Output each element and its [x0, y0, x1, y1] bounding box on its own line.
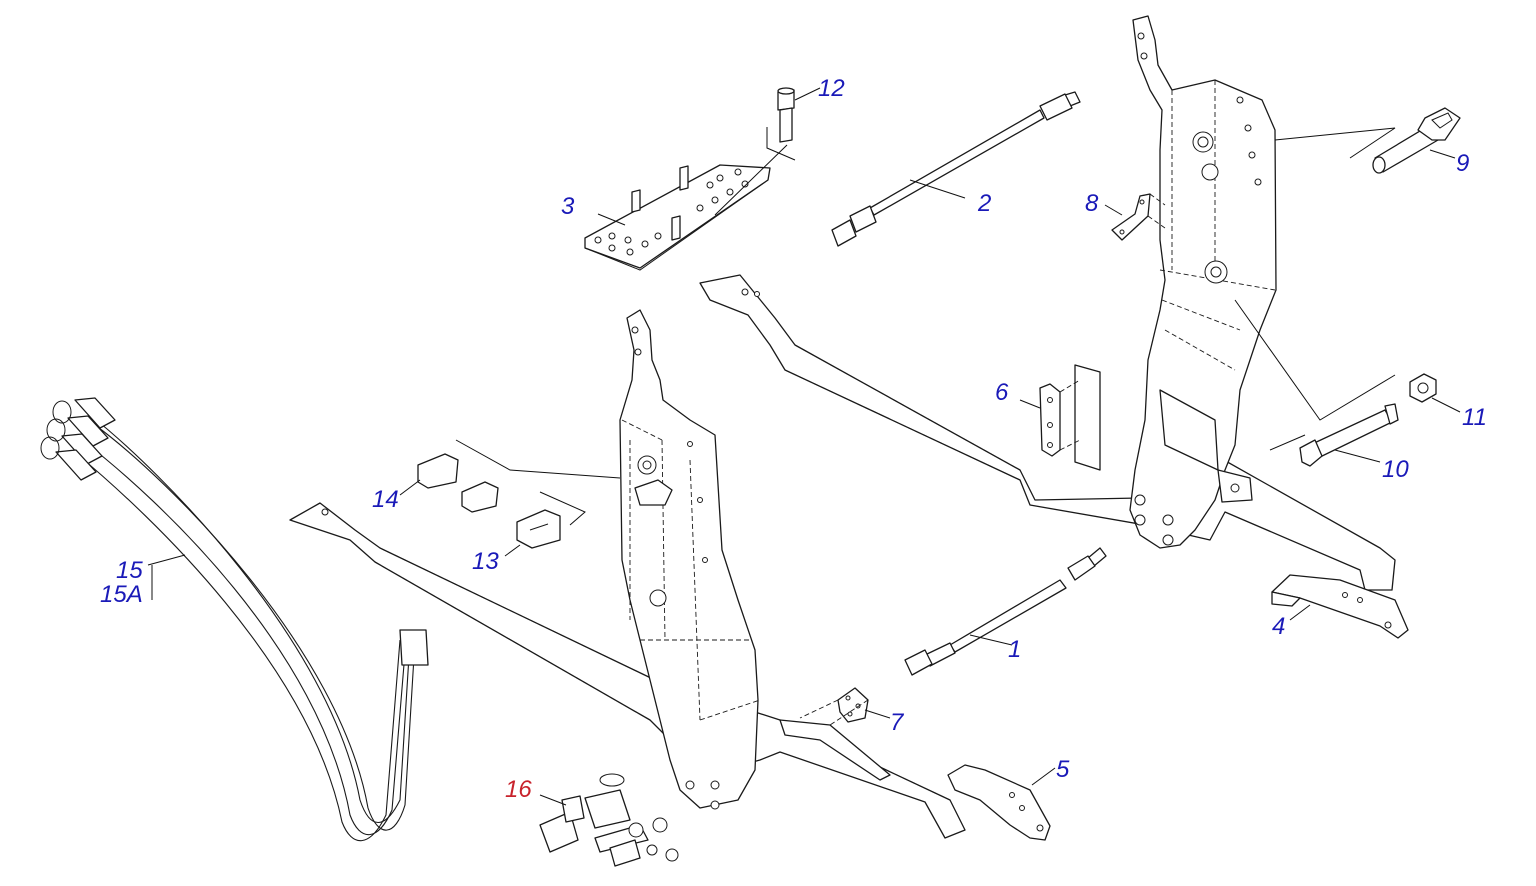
callout-8[interactable]: 8: [1085, 190, 1099, 217]
callout-labels: 1 2 3 4 5 6 7 8 9 10 11 12 13 14 15 15A …: [100, 75, 1487, 803]
callout-7[interactable]: 7: [890, 709, 905, 736]
plate-holes: [594, 168, 749, 256]
callout-14[interactable]: 14: [372, 486, 399, 513]
leader-lines: [147, 87, 1461, 806]
small-plate-7[interactable]: [799, 687, 869, 726]
callout-4[interactable]: 4: [1272, 613, 1285, 640]
bracket-5[interactable]: [947, 764, 1051, 841]
callout-15[interactable]: 15: [116, 557, 143, 584]
clamp-half-13[interactable]: [516, 509, 561, 549]
hinge-plate-8[interactable]: [1111, 193, 1166, 241]
stud-12[interactable]: [777, 87, 795, 143]
pipe-assembly-1[interactable]: [904, 547, 1107, 676]
callout-12[interactable]: 12: [818, 75, 845, 102]
callout-10[interactable]: 10: [1382, 456, 1409, 483]
callout-9[interactable]: 9: [1456, 150, 1469, 177]
callout-2[interactable]: 2: [977, 190, 991, 217]
coupler-kit-16[interactable]: [539, 773, 679, 867]
bolt-10[interactable]: [1299, 403, 1399, 467]
pin-9[interactable]: [1372, 107, 1461, 174]
callout-11[interactable]: 11: [1462, 404, 1487, 431]
callout-13[interactable]: 13: [472, 548, 499, 575]
link-plate-6[interactable]: [1039, 379, 1081, 457]
pipe-assembly-2[interactable]: [831, 91, 1081, 247]
callout-16[interactable]: 16: [505, 776, 532, 803]
bracket-4[interactable]: [1271, 574, 1409, 639]
callout-1[interactable]: 1: [1008, 636, 1021, 663]
callout-6[interactable]: 6: [995, 379, 1009, 406]
hose-set-15[interactable]: [40, 397, 429, 842]
callout-5[interactable]: 5: [1056, 756, 1070, 783]
callout-3[interactable]: 3: [561, 193, 575, 220]
callout-15a[interactable]: 15A: [100, 581, 143, 608]
mounting-plate-3[interactable]: [584, 164, 771, 271]
front-frame-assembly: [289, 309, 966, 839]
nut-11[interactable]: [1409, 373, 1437, 403]
rear-frame-assembly: [699, 15, 1396, 591]
hose-couplers: [40, 397, 429, 666]
clamp-half-14[interactable]: [417, 453, 499, 513]
